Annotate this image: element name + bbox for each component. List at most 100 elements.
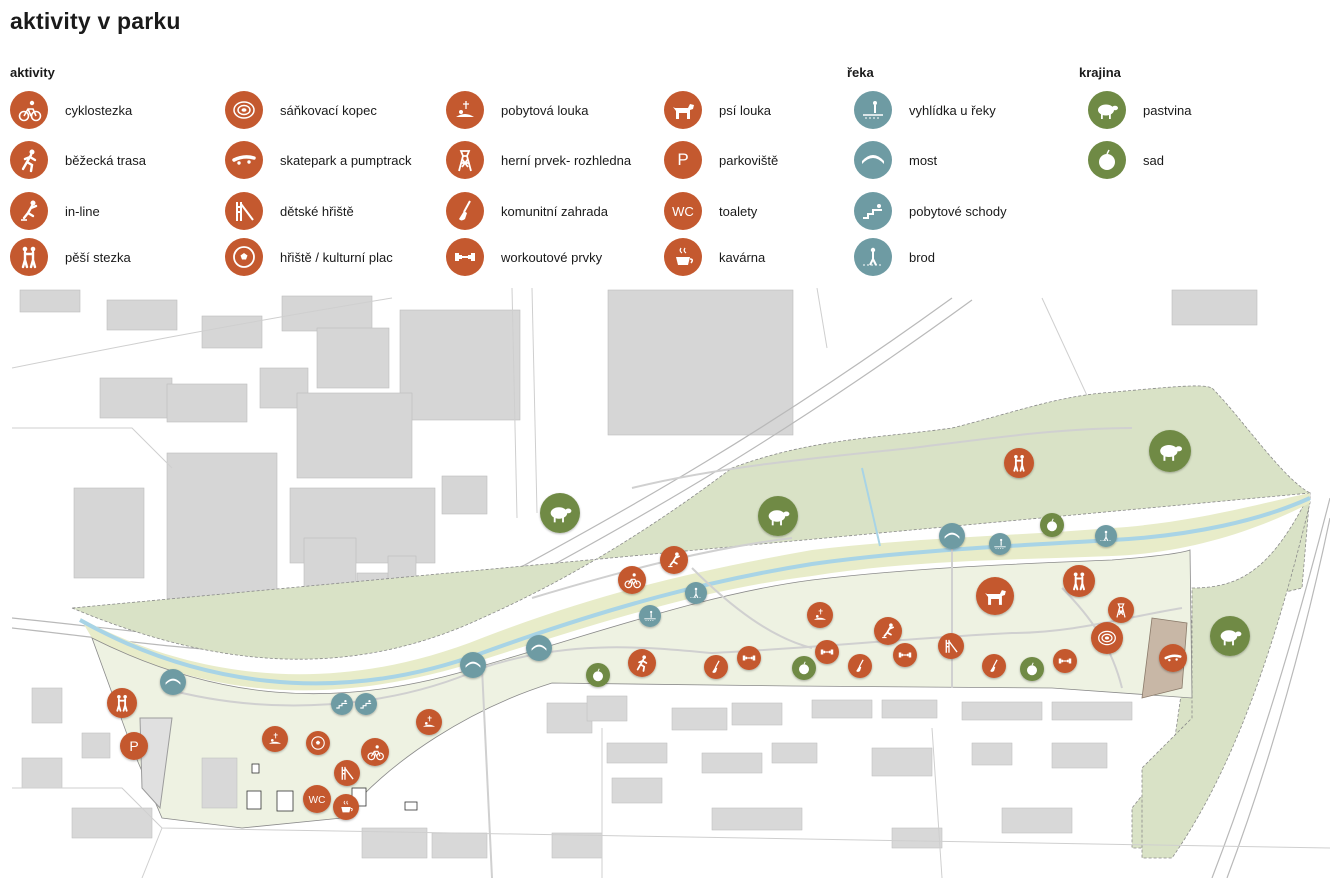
map-marker-cyclist bbox=[361, 738, 389, 766]
legend-item-label: herní prvek- rozhledna bbox=[501, 152, 632, 168]
legend-item-walking-couple: pěší stezka bbox=[10, 237, 131, 277]
walking-couple-icon bbox=[1013, 454, 1025, 472]
apple-icon bbox=[799, 661, 809, 675]
map-marker-sheep bbox=[540, 493, 580, 533]
legend-item-label: in-line bbox=[65, 203, 100, 219]
shovel-icon bbox=[856, 659, 864, 672]
legend-item-soccer-ball: hřiště / kulturní plac bbox=[225, 237, 393, 277]
legend-item-label: psí louka bbox=[719, 102, 772, 118]
legend-item-label: pobytová louka bbox=[501, 102, 589, 118]
legend-item-river-steps: pobytové schody bbox=[854, 191, 1007, 231]
map-marker-dumbbell bbox=[893, 643, 917, 667]
map-marker-apple bbox=[1020, 657, 1044, 681]
legend-item-dumbbell: workoutové prvky bbox=[446, 237, 602, 277]
slide-icon bbox=[341, 766, 354, 780]
meadow-rest-icon bbox=[813, 608, 827, 620]
map-marker-shovel bbox=[848, 654, 872, 678]
legend-item-label: komunitní zahrada bbox=[501, 203, 608, 219]
legend-item-sheep: pastvina bbox=[1088, 90, 1191, 130]
ford-icon bbox=[690, 587, 702, 598]
legend-item-coffee-cup: kavárna bbox=[664, 237, 765, 277]
parking-icon: P bbox=[664, 141, 702, 179]
coffee-cup-icon bbox=[664, 238, 702, 276]
walking-couple-icon bbox=[116, 694, 128, 712]
map-marker-parking: P bbox=[120, 732, 148, 760]
legend-item-slide: dětské hřiště bbox=[225, 191, 354, 231]
north-roads bbox=[12, 288, 1103, 519]
legend-item-label: kavárna bbox=[719, 249, 766, 265]
meadow-area bbox=[71, 385, 1311, 849]
map-marker-inline-skater bbox=[874, 617, 902, 645]
map-marker-river-lookout bbox=[989, 533, 1011, 555]
map-marker-slide bbox=[938, 633, 964, 659]
legend-group-aktivity-label: aktivity bbox=[10, 65, 55, 80]
map-marker-river-steps bbox=[355, 693, 377, 715]
sheep-icon bbox=[768, 510, 790, 526]
meadow-rest-icon bbox=[446, 91, 484, 129]
map-marker-shovel bbox=[704, 655, 728, 679]
apple-icon bbox=[593, 668, 603, 682]
sheep-icon bbox=[1088, 91, 1126, 129]
map-marker-cyclist bbox=[618, 566, 646, 594]
cyclist-icon bbox=[367, 745, 384, 761]
map-marker-walking-couple bbox=[1063, 565, 1095, 597]
map-marker-meadow-rest bbox=[807, 602, 833, 628]
slide-icon bbox=[945, 639, 958, 653]
dumbbell-icon bbox=[742, 655, 756, 661]
map-marker-dumbbell bbox=[815, 640, 839, 664]
legend-item-cyclist: cyklostezka bbox=[10, 90, 132, 130]
apple-icon bbox=[1047, 518, 1057, 532]
legend-item-apple: sad bbox=[1088, 140, 1164, 180]
legend-item-label: pastvina bbox=[1143, 102, 1192, 118]
dog-icon bbox=[664, 91, 702, 129]
map-marker-inline-skater bbox=[660, 546, 688, 574]
sheep-icon bbox=[550, 507, 572, 523]
cyclist-icon bbox=[624, 573, 641, 589]
bridge-icon bbox=[465, 661, 481, 668]
legend-item-label: běžecká trasa bbox=[65, 152, 146, 168]
cyclist-icon bbox=[10, 91, 48, 129]
ford-icon bbox=[854, 238, 892, 276]
map-markers: P WC bbox=[107, 430, 1250, 820]
parking-icon: P bbox=[129, 738, 138, 754]
meadow-rest-icon bbox=[268, 732, 282, 744]
residential-buildings bbox=[21, 687, 1133, 859]
map-marker-lookout-tower bbox=[1108, 597, 1134, 623]
apple-icon bbox=[1088, 141, 1126, 179]
map-marker-sheep bbox=[1149, 430, 1191, 472]
legend-item-bridge: most bbox=[854, 140, 937, 180]
parking-lot bbox=[139, 717, 173, 810]
map-marker-sheep bbox=[1210, 616, 1250, 656]
dumbbell-icon bbox=[446, 238, 484, 276]
map-marker-runner bbox=[628, 649, 656, 677]
legend-item-label: parkoviště bbox=[719, 152, 779, 168]
legend-item-label: cyklostezka bbox=[65, 102, 133, 118]
coffee-cup-icon bbox=[341, 800, 353, 813]
south-roads bbox=[12, 727, 1330, 878]
soccer-ball-icon bbox=[225, 238, 263, 276]
legend-item-skateboard: skatepark a pumptrack bbox=[225, 140, 412, 180]
sledding-hill-icon bbox=[225, 91, 263, 129]
dumbbell-icon bbox=[898, 652, 912, 658]
page-title: aktivity v parku bbox=[10, 8, 181, 34]
map-marker-toilet: WC bbox=[303, 785, 331, 813]
map-marker-sheep bbox=[758, 496, 798, 536]
map-marker-sledding-hill bbox=[1091, 622, 1123, 654]
inline-skater-icon bbox=[882, 623, 894, 639]
legend-item-label: most bbox=[909, 152, 938, 168]
legend-group-krajina-label: krajina bbox=[1079, 65, 1121, 80]
industrial-buildings bbox=[19, 289, 1258, 609]
map-marker-ford bbox=[685, 582, 707, 604]
map-marker-meadow-rest bbox=[416, 709, 442, 735]
shovel-icon bbox=[446, 192, 484, 230]
legend-item-label: sáňkovací kopec bbox=[280, 102, 377, 118]
map-marker-river-lookout bbox=[639, 605, 661, 627]
runner-icon bbox=[10, 141, 48, 179]
inline-skater-icon bbox=[668, 552, 680, 568]
dumbbell-icon bbox=[820, 649, 834, 655]
river-lookout-icon bbox=[854, 91, 892, 129]
map-marker-apple bbox=[792, 656, 816, 680]
legend-item-label: hřiště / kulturní plac bbox=[280, 249, 393, 265]
river-steps-icon bbox=[360, 700, 372, 709]
